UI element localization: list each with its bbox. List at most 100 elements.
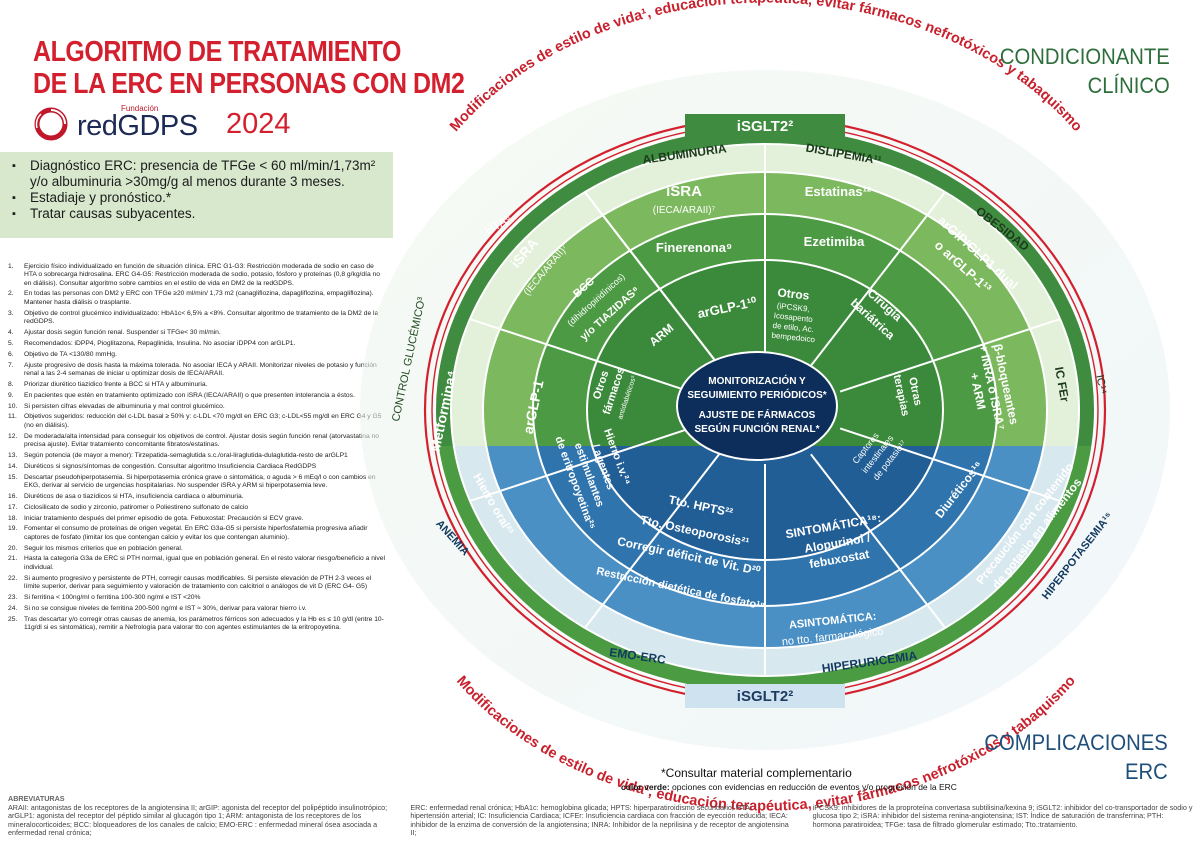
footnote-item: 15. Descartar pseudohiperpotasemia. Si hi… bbox=[8, 474, 386, 491]
treatment-isra-alb: iSRA bbox=[666, 183, 702, 200]
treatment-otros-lipidos: Otros bbox=[777, 285, 811, 302]
footnote-item: 24. Si no se consigue niveles de ferritin… bbox=[8, 605, 386, 613]
footnote-number: 18. bbox=[8, 514, 18, 522]
logo-name: redGDPS bbox=[77, 110, 198, 142]
complicaciones-erc-heading: COMPLICACIONES ERC bbox=[985, 728, 1168, 786]
abbreviations: ABREVIATURAS ARAII: antagonistas de los … bbox=[8, 794, 1193, 838]
footnote-item: 22. Si aumento progresivo y persistente d… bbox=[8, 575, 386, 592]
footnote-number: 22. bbox=[8, 574, 18, 582]
main-title-line2: DE LA ERC EN PERSONAS CON DM2 bbox=[33, 68, 465, 100]
condition-ic: IC¹⁴ bbox=[1093, 374, 1108, 395]
redgdps-logo: Fundación redGDPS 2024 bbox=[33, 104, 333, 144]
footnote-text: Tras descartar y/o corregir otras causas… bbox=[24, 615, 384, 631]
diagnosis-item: Tratar causas subyacentes. bbox=[12, 206, 393, 222]
footnote-item: 19.Fomentar el consumo de proteínas de o… bbox=[8, 525, 386, 542]
diagnosis-box: Diagnóstico ERC: presencia de TFGe < 60 … bbox=[0, 152, 393, 238]
footnote-text: Si aumento progresivo y persistente de P… bbox=[24, 574, 372, 590]
isglt2-bottom-band bbox=[685, 684, 845, 708]
footnote-text: En todas las personas con DM2 y ERC con … bbox=[24, 290, 374, 306]
footnote-number: 21. bbox=[8, 555, 18, 563]
condicionante-line2: CLÍNICO bbox=[1087, 73, 1170, 98]
footnote-item: 16. Diuréticos de asa o tiazídicos si HTA… bbox=[8, 493, 386, 501]
footnote-number: 11. bbox=[8, 413, 17, 421]
footnote-number: 19. bbox=[8, 525, 18, 533]
footnote-text: Si no se consigue niveles de ferritina 2… bbox=[24, 604, 307, 612]
wheel-divider bbox=[469, 427, 691, 502]
footnote-item: 20.Seguir los mismos criterios que en po… bbox=[8, 545, 386, 553]
footnote-item: 10. Si persisten cifras elevadas de album… bbox=[8, 403, 386, 411]
redgdps-logo-icon bbox=[34, 107, 68, 141]
wheel-divider bbox=[469, 318, 691, 393]
center-line3: AJUSTE DE FÁRMACOS bbox=[699, 408, 816, 421]
footnote-item: 14. Diuréticos si signos/síntomas de cong… bbox=[8, 463, 386, 471]
footnote-text: Objetivo de TA <130/80 mmHg. bbox=[24, 350, 117, 358]
footnote-number: 3. bbox=[8, 309, 14, 317]
footnote-number: 24. bbox=[8, 604, 18, 612]
center-line4: SEGÚN FUNCIÓN RENAL* bbox=[694, 422, 819, 435]
treatment-otros-lipidos: de etilo, Ac. bbox=[772, 321, 814, 334]
footnote-text: Ciclosilicato de sodio y zirconio, patir… bbox=[24, 503, 249, 511]
footnote-text: Si persisten cifras elevadas de albuminu… bbox=[24, 402, 225, 410]
abbreviations-col1: ARAII: antagonistas de los receptores de… bbox=[8, 802, 388, 838]
footnote-text: Ajuste progresivo de dosis hasta la máxi… bbox=[24, 361, 377, 377]
wheel-divider bbox=[839, 318, 1061, 393]
wheel-divider bbox=[810, 453, 946, 629]
footnote-number: 15. bbox=[8, 473, 18, 481]
footnote-item: 8.Priorizar diurético tiazídico frente a… bbox=[8, 381, 386, 389]
footnote-text: Recomendados: iDPP4, Pioglitazona, Repag… bbox=[24, 339, 296, 347]
treatment-estatinas: Estatinas¹² bbox=[805, 184, 872, 199]
footnote-number: 5. bbox=[8, 339, 14, 347]
footnote-text: Si ferritina < 100ng/ml o ferritina 100-… bbox=[24, 593, 201, 601]
wheel-divider bbox=[584, 191, 720, 367]
diagnosis-item: Estadiaje y pronóstico.* bbox=[12, 190, 393, 206]
footnote-number: 9. bbox=[8, 391, 14, 399]
footnote-item: 25.Tras descartar y/o corregir otras cau… bbox=[8, 616, 386, 633]
footnote-number: 14. bbox=[8, 462, 18, 470]
footnote-number: 12. bbox=[8, 432, 18, 440]
condicionante-line1: CONDICIONANTE bbox=[1000, 44, 1170, 69]
footnote-number: 8. bbox=[8, 380, 14, 388]
center-line1: MONITORIZACIÓN Y bbox=[708, 374, 806, 387]
wheel-divider bbox=[810, 191, 946, 367]
footnote-number: 4. bbox=[8, 328, 14, 336]
footnote-item: 23. Si ferritina < 100ng/ml o ferritina 1… bbox=[8, 594, 386, 602]
footnote-number: 23. bbox=[8, 593, 18, 601]
footnote-text: Ejercicio físico individualizado en func… bbox=[24, 263, 380, 287]
footnote-number: 1. bbox=[8, 263, 14, 270]
abbreviations-col3: iPCSK9: inhibidores de la proproteína co… bbox=[812, 802, 1193, 829]
isglt2-top-label: iSGLT2² bbox=[737, 118, 793, 135]
footnote-text: Objetivo de control glucémico individual… bbox=[24, 309, 379, 325]
footnote-number: 13. bbox=[8, 451, 18, 459]
footnote-text: Descartar pseudohiperpotasemia. Si hiper… bbox=[24, 473, 376, 489]
footnote-text: De moderada/alta intensidad para consegu… bbox=[24, 432, 380, 448]
wheel-divider bbox=[839, 427, 1061, 502]
treatment-otros-lipidos: (iPCSK9, bbox=[776, 301, 810, 313]
consult-note: *Consultar material complementario bbox=[661, 766, 852, 780]
footnote-text: Iniciar tratamiento después del primer e… bbox=[24, 514, 304, 522]
main-title-line1: ALGORITMO DE TRATAMIENTO bbox=[33, 36, 401, 68]
footnote-number: 20. bbox=[8, 544, 18, 552]
footnote-number: 17. bbox=[8, 503, 18, 511]
footnote-number: 7. bbox=[8, 361, 14, 369]
footnote-item: 6.Objetivo de TA <130/80 mmHg. bbox=[8, 351, 386, 359]
footnote-item: 3. Objetivo de control glucémico individu… bbox=[8, 310, 386, 327]
footnote-text: Diuréticos si signos/síntomas de congest… bbox=[24, 462, 317, 470]
footnote-item: 5. Recomendados: iDPP4, Pioglitazona, Rep… bbox=[8, 340, 386, 348]
center-ellipse bbox=[676, 351, 838, 461]
treatment-ezetimiba: Ezetimiba bbox=[804, 234, 865, 249]
footnote-item: 9. En pacientes que estén en tratamiento … bbox=[8, 392, 386, 400]
footnote-text: Diuréticos de asa o tiazídicos si HTA, i… bbox=[24, 492, 244, 500]
footnote-text: En pacientes que estén en tratamiento op… bbox=[24, 391, 355, 399]
complicaciones-line2: ERC bbox=[1125, 759, 1168, 784]
abbreviations-col2: ERC: enfermedad renal crónica; HbA1c: he… bbox=[410, 802, 789, 838]
footnote-number: 16. bbox=[8, 492, 18, 500]
complicaciones-line1: COMPLICACIONES bbox=[984, 730, 1168, 755]
footnotes-list: 1. Ejercicio físico individualizado en fu… bbox=[8, 263, 386, 635]
isglt2-bottom-label: iSGLT2² bbox=[737, 688, 793, 705]
footnote-item: 11. Objetivos sugeridos: reducción del c-… bbox=[8, 413, 386, 430]
center-line2: SEGUIMIENTO PERIÓDICOS* bbox=[687, 388, 826, 401]
footnote-text: Objetivos sugeridos: reducción del c-LDL… bbox=[24, 413, 382, 429]
logo-foundation: Fundación bbox=[121, 104, 159, 113]
footnote-number: 10. bbox=[8, 402, 18, 410]
footnote-text: Ajustar dosis según función renal. Suspe… bbox=[24, 328, 221, 336]
